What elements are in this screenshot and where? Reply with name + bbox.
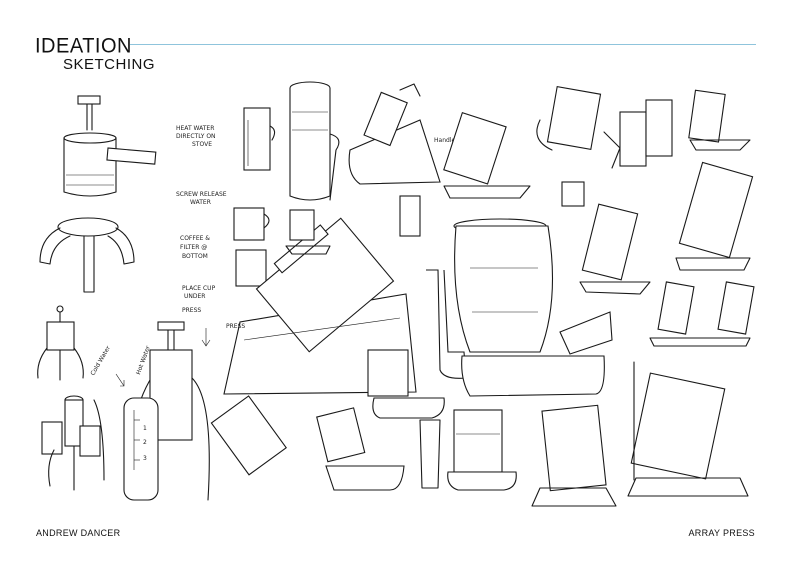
sketch-tall-press: 1 2 3 Cold Water Hot Water [89, 321, 210, 501]
note-3-line-1: COFFEE & [180, 235, 210, 242]
note-2-line-1: SCREW RELEASE [176, 191, 227, 198]
note-4-line-1: PLACE CUP [182, 285, 216, 292]
note-3-line-3: BOTTOM [182, 253, 208, 260]
sketch-small-dripper [37, 305, 84, 381]
scale-mark-1: 1 [143, 425, 147, 432]
note-1-line-2: DIRECTLY ON [176, 133, 216, 140]
sketch-main-pitcher [426, 218, 613, 397]
note-1-line-3: STOVE [192, 141, 212, 148]
sketch-right-carafes [531, 85, 755, 507]
note-4-line-3: PRESS [182, 307, 201, 314]
page-subtitle: SKETCHING [63, 56, 156, 73]
sketch-cold-brew-jars [41, 395, 105, 491]
sketch-bottom-center [210, 349, 517, 491]
sketch-tripod-stand [39, 217, 135, 293]
sketch-mid-right [285, 111, 585, 255]
sketch-notes: HEAT WATER DIRECTLY ON STOVE SCREW RELEA… [176, 125, 227, 347]
press-label: PRESS [226, 323, 245, 330]
note-2-line-2: WATER [190, 199, 211, 206]
note-3-line-2: FILTER @ [180, 244, 207, 251]
author-name: ANDREW DANCER [36, 528, 121, 538]
note-4-line-2: UNDER [184, 293, 205, 300]
handle-note: Handle [434, 137, 455, 144]
sketch-small-vessels [233, 107, 276, 287]
project-name: ARRAY PRESS [688, 528, 755, 538]
sketch-press-cylinder [63, 95, 157, 197]
sketch-tall-carafe [289, 81, 340, 201]
page-title: IDEATION [35, 34, 132, 58]
scale-mark-2: 2 [143, 439, 147, 446]
cold-water-label: Cold Water [89, 344, 112, 377]
title-divider [130, 44, 756, 45]
scale-mark-3: 3 [143, 455, 147, 462]
note-1-line-1: HEAT WATER [176, 125, 214, 132]
sketch-kettle-angled: Handle [348, 83, 455, 185]
